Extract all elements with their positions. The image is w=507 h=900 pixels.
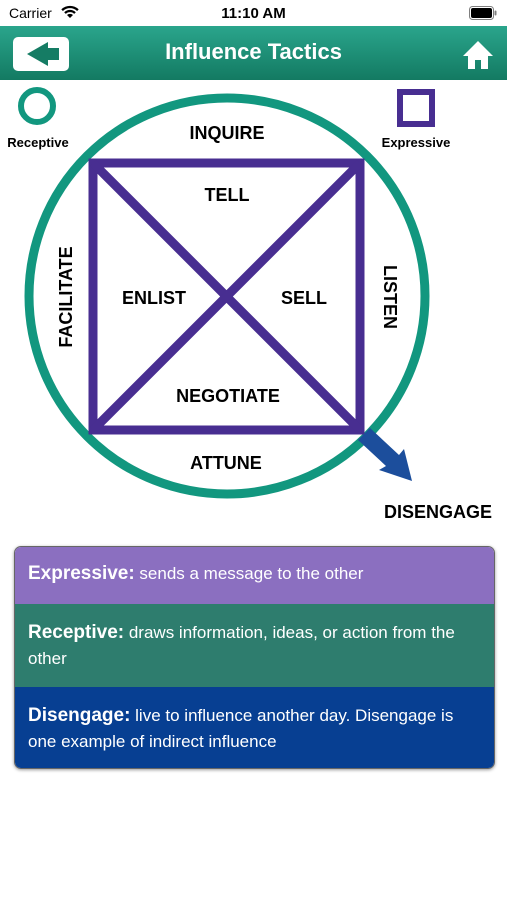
legend-expressive-label: Expressive — [382, 135, 451, 150]
facilitate-label: FACILITATE — [56, 246, 76, 347]
expressive-definition: Expressive: sends a message to the other — [15, 547, 494, 604]
receptive-text: draws information, ideas, or action from… — [28, 623, 455, 668]
inquire-label: INQUIRE — [189, 123, 264, 143]
home-icon — [463, 41, 493, 69]
attune-label: ATTUNE — [190, 453, 262, 473]
definitions-panel: Expressive: sends a message to the other… — [14, 546, 495, 769]
disengage-text: live to influence another day. Disengage… — [28, 706, 454, 751]
navigation-bar: Influence Tactics — [0, 26, 507, 80]
expressive-square — [88, 158, 365, 435]
tell-label: TELL — [205, 185, 250, 205]
status-time: 11:10 AM — [221, 5, 286, 22]
receptive-term: Receptive: — [28, 622, 125, 643]
legend-receptive-label: Receptive — [7, 135, 68, 150]
wifi-icon — [60, 4, 80, 23]
status-bar: Carrier 11:10 AM — [0, 0, 507, 26]
negotiate-label: NEGOTIATE — [176, 386, 280, 406]
disengage-label: DISENGAGE — [384, 502, 492, 522]
influence-diagram: Receptive Expressive INQUIRE ATTUNE FACI… — [0, 80, 507, 535]
diagonal-line — [89, 159, 364, 434]
disengage-definition: Disengage: live to influence another day… — [15, 687, 494, 768]
receptive-circle — [24, 93, 430, 499]
expressive-text: sends a message to the other — [139, 564, 364, 583]
back-arrow-icon — [27, 42, 59, 66]
enlist-label: ENLIST — [122, 288, 186, 308]
page-title: Influence Tactics — [165, 39, 342, 64]
disengage-arrow-icon — [358, 428, 412, 481]
expressive-square-icon — [397, 89, 435, 127]
receptive-definition: Receptive: draws information, ideas, or … — [15, 604, 494, 687]
disengage-term: Disengage: — [28, 705, 131, 726]
receptive-circle-icon — [18, 87, 56, 125]
battery-icon — [469, 6, 497, 23]
home-button[interactable] — [462, 40, 494, 70]
back-button[interactable] — [13, 37, 69, 71]
sell-label: SELL — [281, 288, 327, 308]
listen-label: LISTEN — [380, 265, 400, 329]
carrier-label: Carrier — [9, 5, 52, 21]
expressive-term: Expressive: — [28, 563, 135, 584]
